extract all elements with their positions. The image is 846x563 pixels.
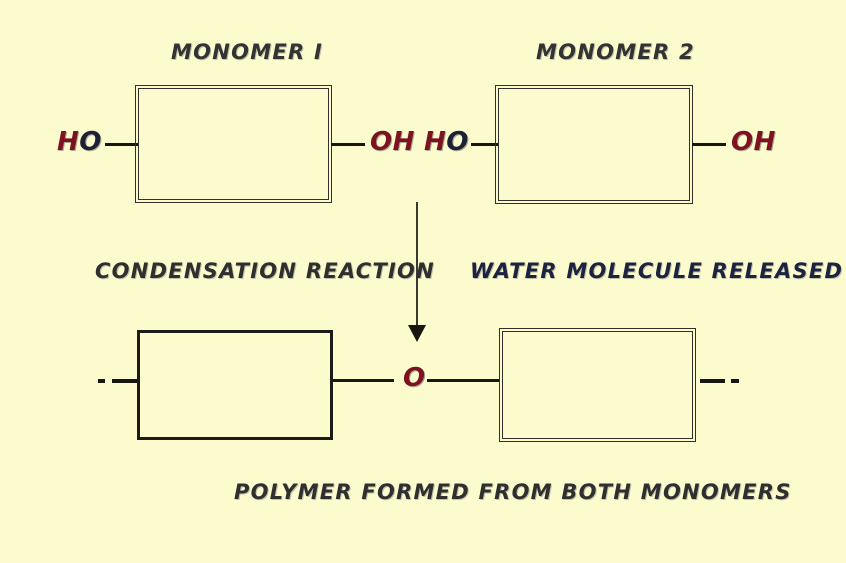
monomer-1-left-o: O <box>79 127 102 157</box>
condensation-reaction-label: CONDENSATION REACTION <box>95 259 435 283</box>
polymer-right-bond-line <box>427 379 499 382</box>
monomer-1-right-bond-line <box>331 143 365 146</box>
reaction-arrow-shaft <box>416 202 418 328</box>
monomer-1-right-o: O <box>370 127 393 157</box>
monomer-2-right-o: O <box>731 127 754 157</box>
monomer-2-title: MONOMER 2 <box>536 40 695 64</box>
polymer-caption: POLYMER FORMED FROM BOTH MONOMERS <box>234 480 792 504</box>
chain-continuation-dash-right-dot <box>731 379 739 383</box>
monomer-2-right-hydroxyl-label: OH <box>731 127 776 157</box>
monomer-1-left-hydroxyl-label: HO <box>57 127 102 157</box>
monomer-1-left-bond-line <box>105 143 138 146</box>
monomer-2-left-o: O <box>446 127 469 157</box>
monomer-1-left-h: H <box>57 127 80 157</box>
monomer-2-right-h: H <box>753 127 776 157</box>
polymer-unit-1-box <box>137 330 333 440</box>
monomer-2-left-h: H <box>424 127 447 157</box>
monomer-1-box <box>135 85 332 203</box>
monomer-2-box <box>495 85 693 204</box>
chain-continuation-dash-left-dash <box>112 379 137 383</box>
polymer-ester-oxygen-label: O <box>403 363 426 393</box>
monomer-2-left-hydroxyl-label: HO <box>424 127 469 157</box>
polymer-left-bond-line <box>333 379 394 382</box>
polymer-link-o: O <box>403 363 426 393</box>
polymer-unit-2-box <box>499 328 696 442</box>
monomer-1-right-hydroxyl-label: OH <box>370 127 415 157</box>
chain-continuation-dash-right-dash <box>700 379 725 383</box>
monomer-1-right-h: H <box>392 127 415 157</box>
monomer-2-right-bond-line <box>692 143 726 146</box>
down-arrow-icon <box>408 325 426 342</box>
monomer-1-title: MONOMER I <box>171 40 324 64</box>
chain-continuation-dash-left-dot <box>98 379 105 383</box>
water-molecule-released-label: WATER MOLECULE RELEASED <box>470 259 844 283</box>
monomer-2-left-bond-line <box>471 143 498 146</box>
